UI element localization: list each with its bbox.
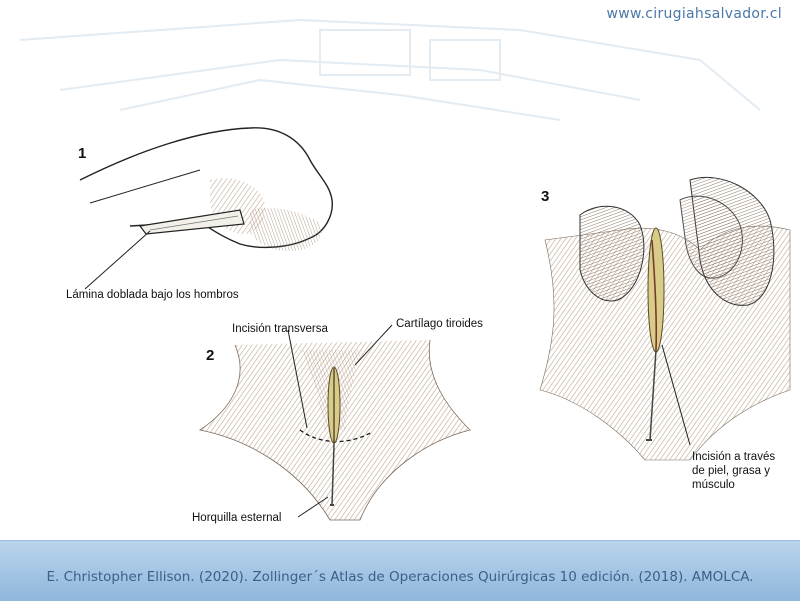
panel-2-number: 2	[206, 347, 214, 364]
citation-footer: E. Christopher Ellison. (2020). Zollinge…	[0, 540, 800, 601]
label-horquilla-esternal: Horquilla esternal	[192, 512, 282, 524]
label-incision-a-traves-line-1: Incisión a través	[692, 451, 775, 463]
site-url: www.cirugiahsalvador.cl	[606, 6, 782, 22]
label-incision-transversa: Incisión transversa	[232, 323, 328, 335]
label-incision-a-traves-line-3: músculo	[692, 479, 735, 491]
panel-3-number: 3	[541, 188, 549, 205]
panel-1-drawing	[79, 127, 333, 290]
panel-3-drawing	[539, 176, 791, 461]
label-lamina-doblada: Lámina doblada bajo los hombros	[66, 289, 239, 301]
citation-text: E. Christopher Ellison. (2020). Zollinge…	[46, 569, 754, 585]
label-cartilago-tiroides: Cartílago tiroides	[396, 318, 483, 330]
panel-1-number: 1	[78, 145, 86, 162]
label-incision-a-traves-line-2: de piel, grasa y	[692, 465, 770, 477]
panel-2-drawing	[198, 324, 471, 521]
watermark-background	[19, 18, 761, 121]
surgical-illustration: 1 Lámina doblada bajo los hombros 2 Inci…	[66, 127, 791, 524]
